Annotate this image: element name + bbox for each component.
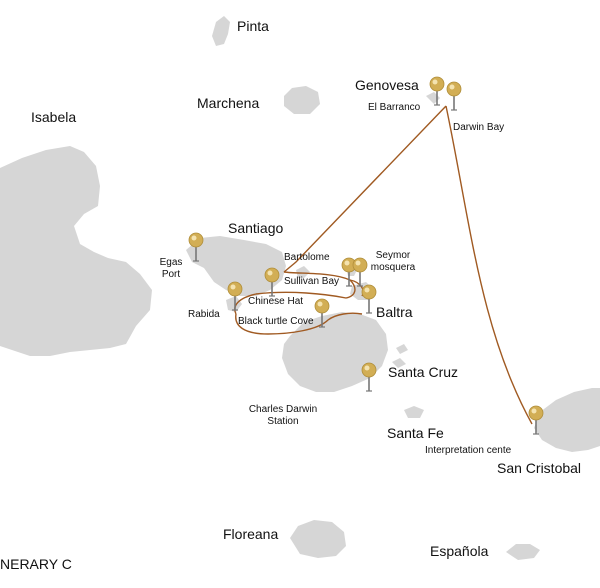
label-egas-port-line2: Port [161,268,181,280]
island-islet-b [392,358,406,368]
pin-highlight [364,287,370,293]
pin-seymor-b [352,257,368,287]
pin-chinese-hat [227,281,243,311]
label-seymor-line2: mosquera [370,261,416,273]
label-marchena: Marchena [197,95,260,111]
island-rabida [226,296,242,312]
label-san-cristobal: San Cristobal [497,460,582,476]
island-marchena [284,86,320,114]
route-inner-loop [234,271,356,315]
label-sullivan-bay: Sullivan Bay [284,276,340,287]
label-seymor-mosquera: Seymor mosquera [365,250,421,273]
pin-highlight [191,235,197,241]
island-san-cristobal [534,388,600,452]
label-black-turtle-cove: Black turtle Cove [238,316,314,327]
pin-seymor-a [341,257,357,287]
pin-black-turtle-cove [314,298,330,328]
pin-head [361,362,377,378]
pin-highlight [364,365,370,371]
pin-highlight [267,270,273,276]
island-genovesa [426,92,440,104]
pin-head [314,298,330,314]
island-isabela [0,146,152,356]
island-espanola [506,544,540,560]
label-egas-port-line1: Egas [159,257,183,268]
island-fernandina [0,266,52,324]
pin-baltra [361,284,377,314]
pin-highlight [449,84,455,90]
land-layer [0,16,600,560]
label-charles-darwin-station: Charles Darwin Station [244,404,322,427]
label-genovesa: Genovesa [355,77,419,93]
pin-el-barranco [429,76,445,106]
island-bartolome [296,266,310,278]
label-el-barranco: El Barranco [368,102,421,113]
island-santa-cruz [282,312,388,392]
pin-egas-port [188,232,204,262]
pin-highlight [531,408,537,414]
island-pinta [212,16,230,46]
label-espanola: Española [430,543,489,559]
label-charles-darwin-line2: Station [267,415,299,427]
label-darwin-bay: Darwin Bay [453,122,505,133]
pin-darwin-bay [446,81,462,111]
island-islet-a [396,344,408,354]
label-chinese-hat: Chinese Hat [248,296,304,307]
label-seymor-line1: Seymor [375,250,411,261]
label-pinta: Pinta [237,18,269,34]
pin-head [227,281,243,297]
label-baltra: Baltra [376,304,413,320]
pin-highlight [432,79,438,85]
pin-bartolome [264,267,280,297]
label-santa-fe: Santa Fe [387,425,444,441]
island-santa-fe [404,406,424,418]
pin-head [429,76,445,92]
pin-head [264,267,280,283]
pin-highlight [317,301,323,307]
pin-head [361,284,377,300]
itinerary-title: NERARY C [0,556,72,572]
pin-highlight [355,260,361,266]
island-floreana [290,520,346,558]
pin-highlight [230,284,236,290]
label-santiago: Santiago [228,220,284,236]
label-santa-cruz: Santa Cruz [388,364,459,380]
pin-layer [188,76,544,435]
island-santiago [186,236,286,296]
pin-interpretation-center [528,405,544,435]
pin-head [446,81,462,97]
label-floreana: Floreana [223,526,279,542]
label-interpretation-center: Interpretation cente [425,445,512,456]
label-egas-port: Egas Port [156,257,186,280]
pin-head [528,405,544,421]
route-genovesa-san-cristobal [445,105,533,425]
pin-head [188,232,204,248]
pin-highlight [344,260,350,266]
label-isabela: Isabela [31,109,77,125]
label-rabida: Rabida [188,309,220,320]
route-rabida-baltra [235,312,363,335]
pin-santa-cruz [361,362,377,392]
label-bartolome: Bartolome [284,252,330,263]
label-charles-darwin-line1: Charles Darwin [248,404,318,415]
route-genovesa-sullivan [283,105,447,273]
